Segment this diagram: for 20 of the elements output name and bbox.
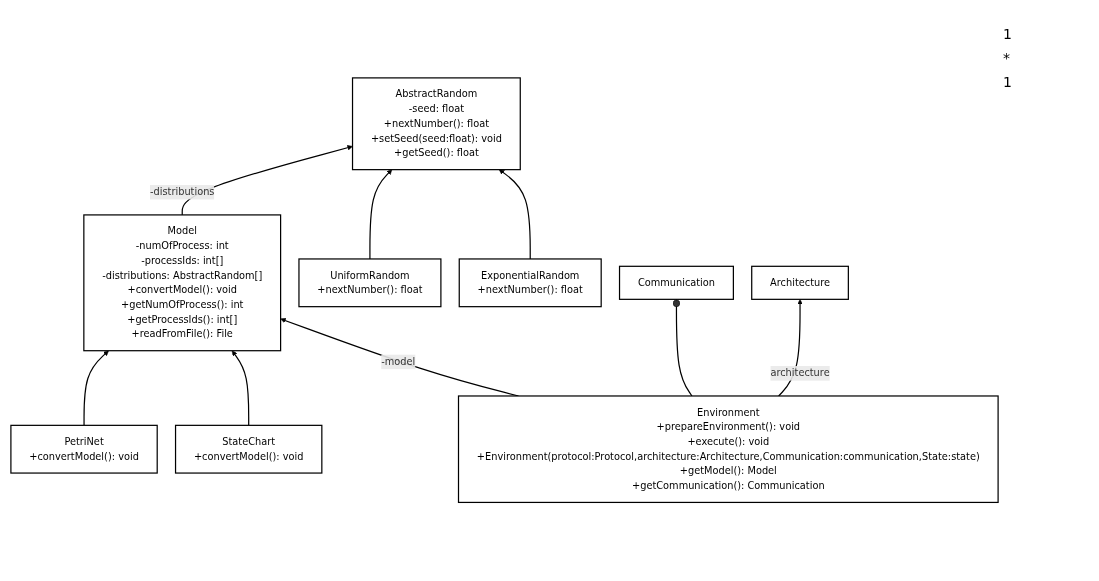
arrow xyxy=(83,350,109,427)
multiplicity-label: 1 xyxy=(1003,26,1013,42)
edge-label: architecture xyxy=(770,367,830,380)
node-box: ExponentialRandom +nextNumber(): float xyxy=(458,258,602,308)
node-box: AbstractRandom -seed: float +nextNumber(): float +setSeed(seed:float): void +getSeed(): float xyxy=(351,77,521,171)
node-box: Model -numOfProcess: int -processIds: int[] -distributions: AbstractRandom[] +convertModel(): void +getNumOfProcess(): int +getProcessIds(): int[] +readFromFile(): File xyxy=(83,214,282,352)
connector xyxy=(672,299,693,397)
arrow xyxy=(498,169,531,260)
edge-label: -distributions xyxy=(150,186,215,199)
node-box: Architecture xyxy=(751,266,849,301)
multiplicity-label: 1 xyxy=(1003,74,1013,90)
node-box: PetriNet +convertModel(): void xyxy=(10,425,158,474)
edge-label: -model xyxy=(381,356,416,368)
node-box: StateChart +convertModel(): void xyxy=(174,425,323,474)
arrow xyxy=(369,169,393,260)
node-box: UniformRandom +nextNumber(): float xyxy=(298,258,442,308)
node-box: Environment +prepareEnvironment(): void +execute(): void +Environment(protocol:Protocol,architecture:Architecture,Communication:communication,State:state) +getModel(): Model +getCommunication(): Communication xyxy=(457,395,999,504)
arrow xyxy=(231,350,250,427)
node-box: Communication xyxy=(618,266,734,301)
multiplicity-label: * xyxy=(1003,50,1011,66)
